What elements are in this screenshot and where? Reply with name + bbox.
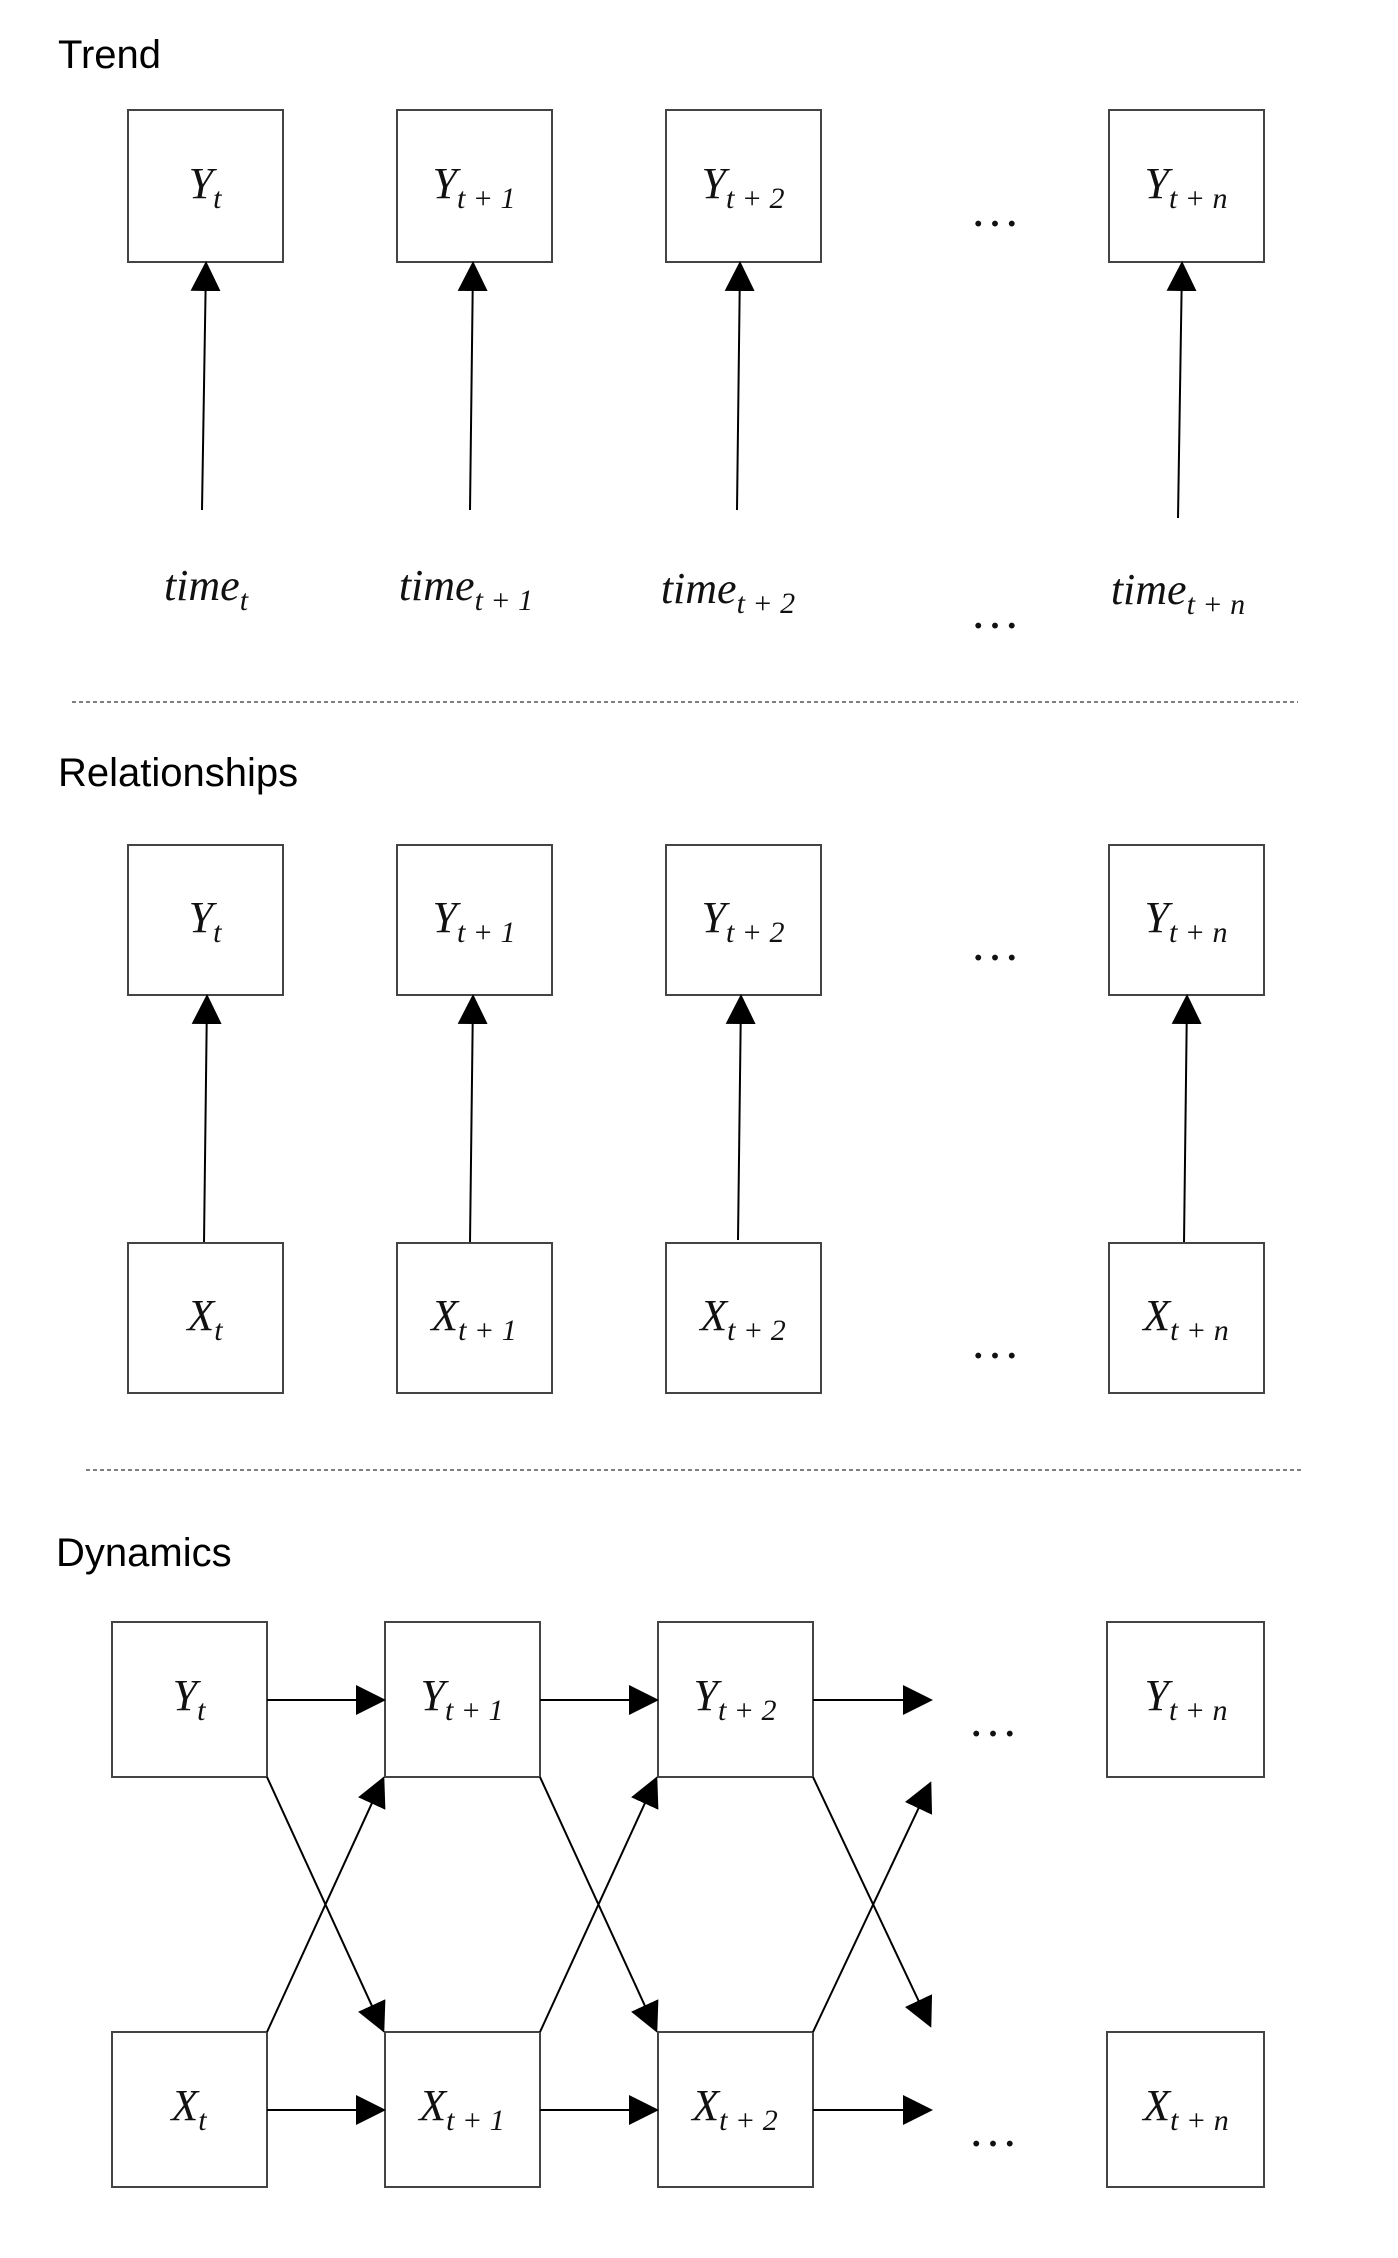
- svg-text:Yt + 2: Yt + 2: [701, 159, 784, 215]
- svg-text:Yt + 2: Yt + 2: [701, 893, 784, 949]
- relationships-driver-node: Xt + 2: [665, 1242, 822, 1394]
- dynamics-cross-arrow: [539, 1776, 659, 2033]
- dynamics-section: Dynamics Yt Yt + 1 Yt + 2 … Yt + n Xt Xt…: [56, 1531, 1265, 2188]
- relationships-arrow: [191, 994, 222, 1244]
- trend-arrow: [190, 261, 221, 511]
- trend-ellipsis: …: [970, 583, 1026, 639]
- relationships-outcome-node: Yt + 2: [665, 844, 822, 996]
- relationships-outcome-node: Yt + 1: [396, 844, 553, 996]
- trend-ellipsis: …: [970, 181, 1026, 237]
- relationships-ellipsis: …: [970, 915, 1026, 971]
- svg-text:Yt + n: Yt + n: [1144, 159, 1227, 215]
- svg-text:Yt + 1: Yt + 1: [420, 1671, 503, 1727]
- dynamics-ellipsis: …: [968, 1691, 1024, 1747]
- trend-section: Trend Yt Yt + 1 Yt + 2 … Yt + n timet ti…: [58, 33, 1265, 639]
- dynamics-cross-arrow: [266, 1776, 386, 2033]
- svg-text:Xt + n: Xt + n: [1141, 1291, 1228, 1347]
- trend-outcome-node: Yt + 1: [396, 109, 553, 263]
- svg-text:Yt: Yt: [189, 893, 222, 949]
- relationships-arrow: [1171, 994, 1202, 1244]
- svg-text:Yt + 2: Yt + 2: [693, 1671, 776, 1727]
- svg-text:Yt + 1: Yt + 1: [432, 159, 515, 215]
- trend-outcome-node: Yt: [127, 109, 284, 263]
- svg-text:Yt: Yt: [173, 1671, 206, 1727]
- trend-title: Trend: [58, 33, 161, 77]
- trend-time-label: timet + n: [1111, 565, 1245, 621]
- dynamics-ellipsis: …: [968, 2101, 1024, 2157]
- svg-text:Xt + 1: Xt + 1: [429, 1291, 516, 1347]
- svg-text:Yt: Yt: [189, 159, 222, 215]
- relationships-driver-node: Xt + n: [1108, 1242, 1265, 1394]
- svg-text:Xt + 1: Xt + 1: [417, 2081, 504, 2137]
- svg-text:Xt + 2: Xt + 2: [698, 1291, 785, 1347]
- dynamics-cross-arrow: [812, 1776, 933, 2028]
- dynamics-title: Dynamics: [56, 1531, 232, 1575]
- dynamics-driver-node: Xt + n: [1106, 2031, 1265, 2188]
- svg-text:Yt + n: Yt + n: [1144, 1671, 1227, 1727]
- relationships-title: Relationships: [58, 751, 298, 795]
- trend-time-label: timet + 2: [661, 564, 795, 620]
- dynamics-driver-node: Xt + 1: [384, 2031, 541, 2188]
- dynamics-outcome-node: Yt + 2: [657, 1621, 814, 1778]
- trend-arrow: [457, 261, 488, 511]
- trend-time-label: timet: [164, 561, 249, 617]
- dynamics-outcome-node: Yt + 1: [384, 1621, 541, 1778]
- trend-outcome-node: Yt + 2: [665, 109, 822, 263]
- dynamics-outcome-node: Yt + n: [1106, 1621, 1265, 1778]
- dynamics-driver-node: Xt: [111, 2031, 268, 2188]
- relationships-outcome-node: Yt + n: [1108, 844, 1265, 996]
- trend-arrow: [724, 261, 755, 511]
- relationships-arrow: [457, 994, 488, 1244]
- relationships-driver-node: Xt: [127, 1242, 284, 1394]
- relationships-arrow: [725, 994, 756, 1241]
- relationships-outcome-node: Yt: [127, 844, 284, 996]
- relationships-ellipsis: …: [970, 1313, 1026, 1369]
- trend-time-label: timet + 1: [399, 561, 533, 617]
- svg-text:Xt + 2: Xt + 2: [690, 2081, 777, 2137]
- trend-outcome-node: Yt + n: [1108, 109, 1265, 263]
- dynamics-outcome-node: Yt: [111, 1621, 268, 1778]
- dynamics-driver-node: Xt + 2: [657, 2031, 814, 2188]
- relationships-driver-node: Xt + 1: [396, 1242, 553, 1394]
- svg-text:Yt + n: Yt + n: [1144, 893, 1227, 949]
- svg-text:Xt + n: Xt + n: [1141, 2081, 1228, 2137]
- dynamics-cross-arrow: [812, 1781, 933, 2033]
- trend-arrow: [1166, 261, 1197, 519]
- relationships-section: Relationships Yt Yt + 1 Yt + 2 … Yt + n …: [58, 751, 1265, 1394]
- svg-text:Xt: Xt: [185, 1291, 223, 1347]
- svg-text:Xt: Xt: [169, 2081, 207, 2137]
- svg-text:Yt + 1: Yt + 1: [432, 893, 515, 949]
